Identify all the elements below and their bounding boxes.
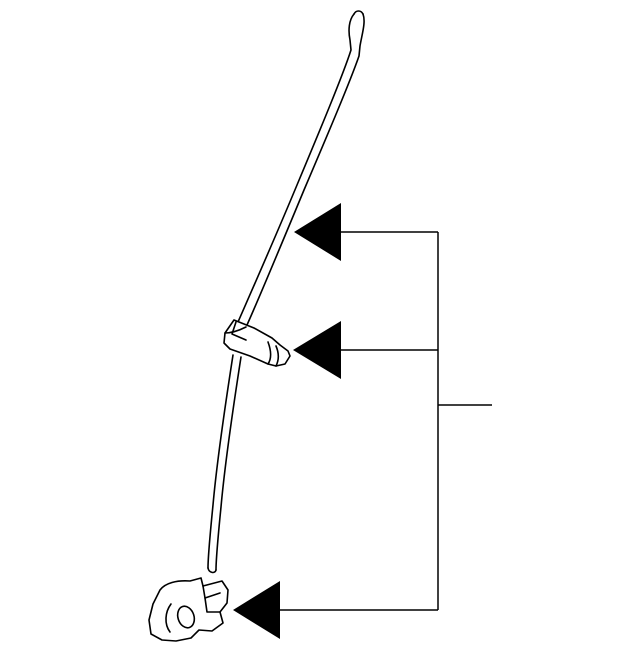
callout-arrow-hose bbox=[294, 203, 341, 261]
callout-leaders bbox=[280, 231, 492, 611]
bracket-grommet bbox=[148, 577, 229, 642]
callout-arrow-bracket bbox=[233, 581, 280, 639]
hose-tube bbox=[207, 10, 365, 574]
hose-clip-connector bbox=[223, 319, 291, 367]
callout-arrow-clip bbox=[293, 321, 341, 379]
